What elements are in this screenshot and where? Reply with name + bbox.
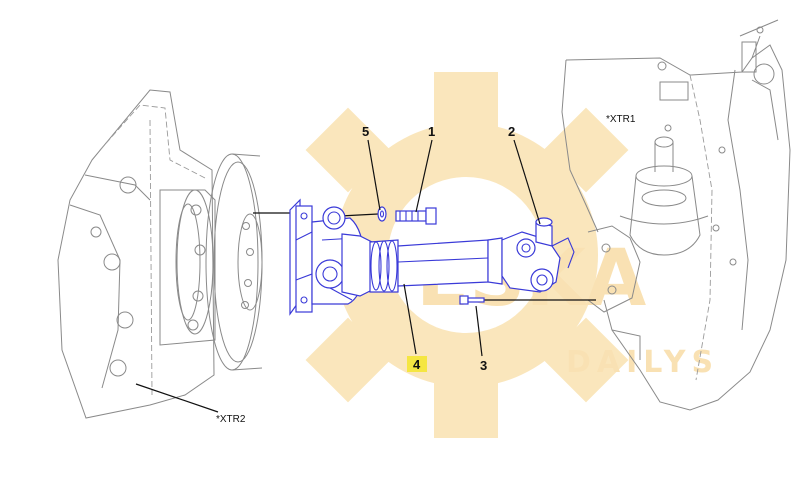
shaft-tube: [369, 237, 503, 293]
callout-3: 3: [480, 358, 487, 373]
left-universal-joint: [311, 206, 373, 305]
callout-labels: 5 1 2 3 4 *XTR1 *XTR2: [216, 114, 636, 425]
screw-item-3: [459, 295, 485, 305]
right-universal-joint: [501, 217, 575, 293]
callout-1: 1: [428, 124, 435, 139]
ref-xtr2: *XTR2: [216, 414, 246, 425]
leader-lines: [135, 139, 541, 413]
alignment-lines: [253, 212, 596, 301]
bolt-item-1: [395, 207, 437, 225]
engine-flywheel-housing: [57, 89, 263, 419]
gearbox-pto-housing: [561, 19, 791, 411]
driveshaft-assembly: [289, 198, 575, 316]
callout-2: 2: [508, 124, 515, 139]
callout-4: 4: [413, 357, 421, 372]
ref-xtr1: *XTR1: [606, 114, 636, 125]
callout-4-highlight: [407, 356, 427, 372]
washer-item-5: [377, 206, 387, 222]
flange-plate: [289, 198, 313, 316]
callout-5: 5: [362, 124, 369, 139]
